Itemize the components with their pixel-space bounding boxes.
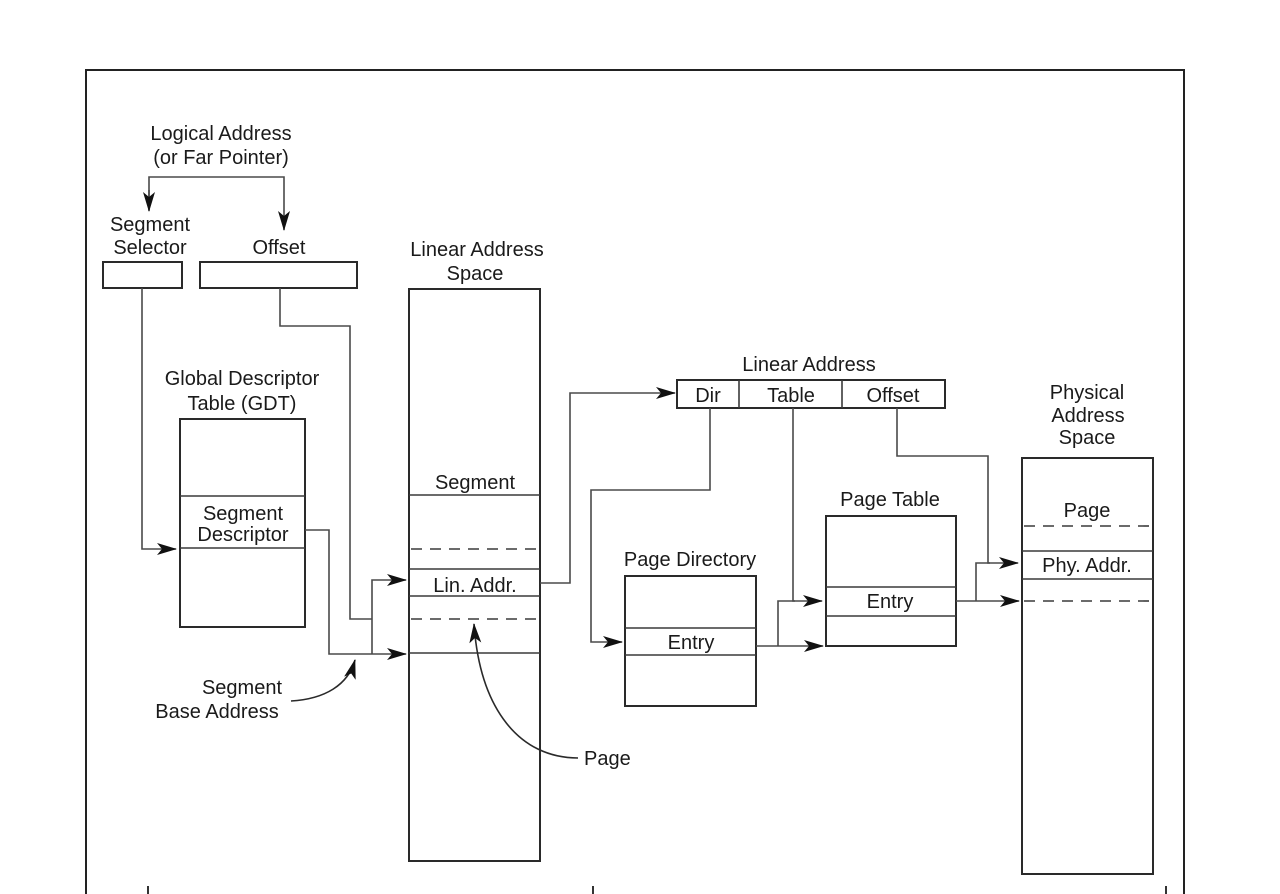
lin-addr-label: Lin. Addr.	[433, 575, 516, 597]
page-table-entry-label: Entry	[867, 591, 914, 613]
linear-address-box	[676, 379, 946, 409]
page-callout-group: Page	[469, 623, 631, 770]
page-directory-label: Page Directory	[624, 549, 756, 571]
segment-selector-box	[102, 261, 183, 289]
page-table-group: Page Table Entry	[825, 489, 957, 647]
page-directory-group: Page Directory Entry	[624, 549, 757, 707]
linear-address-space-box	[408, 288, 541, 862]
segment-base-label-2: Base Address	[155, 701, 278, 723]
gdt-label-1: Global Descriptor	[165, 368, 320, 390]
segment-descriptor-label-1: Segment	[203, 503, 283, 525]
linear-address-space-label-2: Space	[447, 263, 504, 285]
linear-address-space-label-1: Linear Address	[410, 239, 543, 261]
segment-base-pointer-arrow	[290, 659, 356, 702]
segment-base-address-group: Segment Base Address	[155, 659, 356, 723]
page-pointer-arrow	[469, 623, 579, 759]
lin-addr-to-linear-address-arrow	[540, 387, 676, 584]
table-field-label: Table	[767, 385, 815, 407]
outer-frame	[85, 69, 1185, 894]
pd-entry-junction	[777, 600, 795, 646]
dir-field-label: Dir	[695, 385, 721, 407]
page-table-box	[825, 515, 957, 647]
offset-wire	[279, 288, 372, 620]
physical-address-space-group: Physical Address Space Page Phy. Addr.	[1021, 382, 1154, 875]
physical-address-space-label-3: Space	[1059, 427, 1116, 449]
physical-page-label: Page	[1064, 500, 1111, 522]
gdt-label-2: Table (GDT)	[188, 393, 297, 415]
page-directory-box	[624, 575, 757, 707]
phy-addr-label: Phy. Addr.	[1042, 555, 1132, 577]
offset-label: Offset	[253, 237, 306, 259]
segment-selector-label-1: Segment	[110, 214, 190, 236]
table-to-page-table-arrow	[792, 408, 823, 607]
offset-box	[199, 261, 358, 289]
logical-address-group: Logical Address (or Far Pointer) Segment…	[102, 123, 358, 289]
gdt-group: Global Descriptor Table (GDT) Segment De…	[165, 368, 320, 628]
selector-to-descriptor-arrow	[141, 288, 177, 555]
linear-address-space-group: Linear Address Space Segment Lin. Addr.	[408, 239, 544, 862]
page-table-label: Page Table	[840, 489, 940, 511]
segment-descriptor-label-2: Descriptor	[197, 524, 288, 546]
pt-entry-junction	[975, 562, 990, 601]
linear-address-label: Linear Address	[742, 354, 875, 376]
descriptor-wire	[305, 529, 372, 655]
physical-address-space-label-1: Physical	[1050, 382, 1124, 404]
dir-to-page-directory-arrow	[590, 408, 711, 648]
gdt-box	[179, 418, 306, 628]
to-lin-addr-arrow	[371, 574, 407, 654]
linear-address-group: Linear Address Dir Table Offset	[676, 354, 946, 409]
far-pointer-label: (or Far Pointer)	[153, 147, 289, 169]
page-directory-entry-label: Entry	[668, 632, 715, 654]
offset-field-label: Offset	[867, 385, 920, 407]
physical-address-space-label-2: Address	[1051, 405, 1124, 427]
offset-to-phy-addr-arrow	[896, 408, 1019, 569]
physical-address-space-box	[1021, 457, 1154, 875]
logical-address-label: Logical Address	[150, 123, 291, 145]
segment-label: Segment	[435, 472, 515, 494]
segment-selector-label-2: Selector	[113, 237, 187, 259]
segment-base-label-1: Segment	[202, 677, 282, 699]
page-callout-label: Page	[584, 748, 631, 770]
